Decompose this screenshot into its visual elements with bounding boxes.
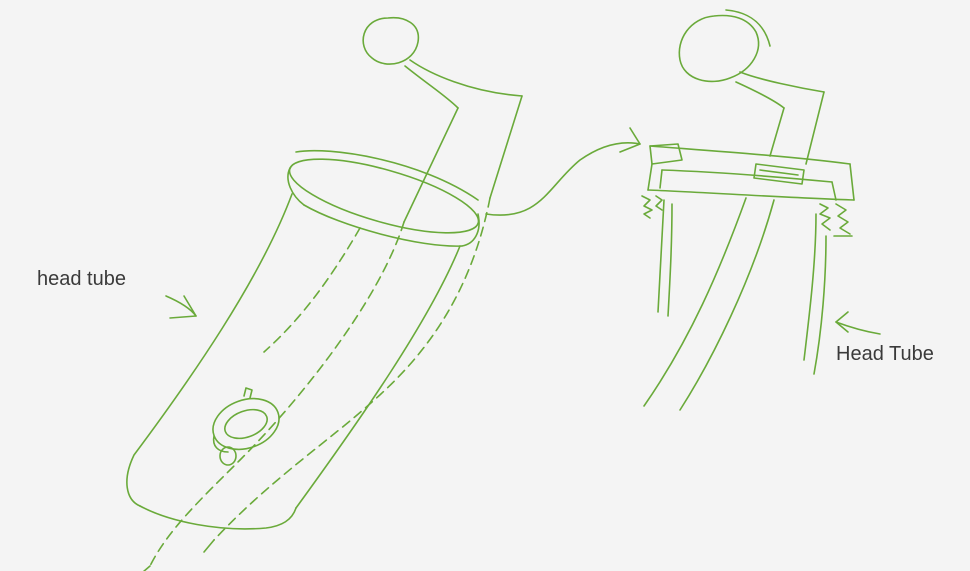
left-steerer-dashed: [136, 198, 490, 571]
right-label-arrow: [836, 312, 880, 334]
right-headset-cup: [642, 144, 854, 236]
head-tube-label-left: head tube: [37, 268, 126, 291]
left-clamp-ring: [206, 388, 286, 465]
left-handlebar: [363, 18, 522, 222]
right-head-tube: [644, 198, 826, 410]
head-tube-label-right: Head Tube: [836, 343, 934, 366]
connector-arrow: [486, 128, 640, 215]
left-label-arrow: [166, 296, 196, 318]
left-head-tube: [127, 194, 460, 529]
right-handlebar: [679, 10, 824, 164]
left-tube-rim: [283, 144, 486, 248]
